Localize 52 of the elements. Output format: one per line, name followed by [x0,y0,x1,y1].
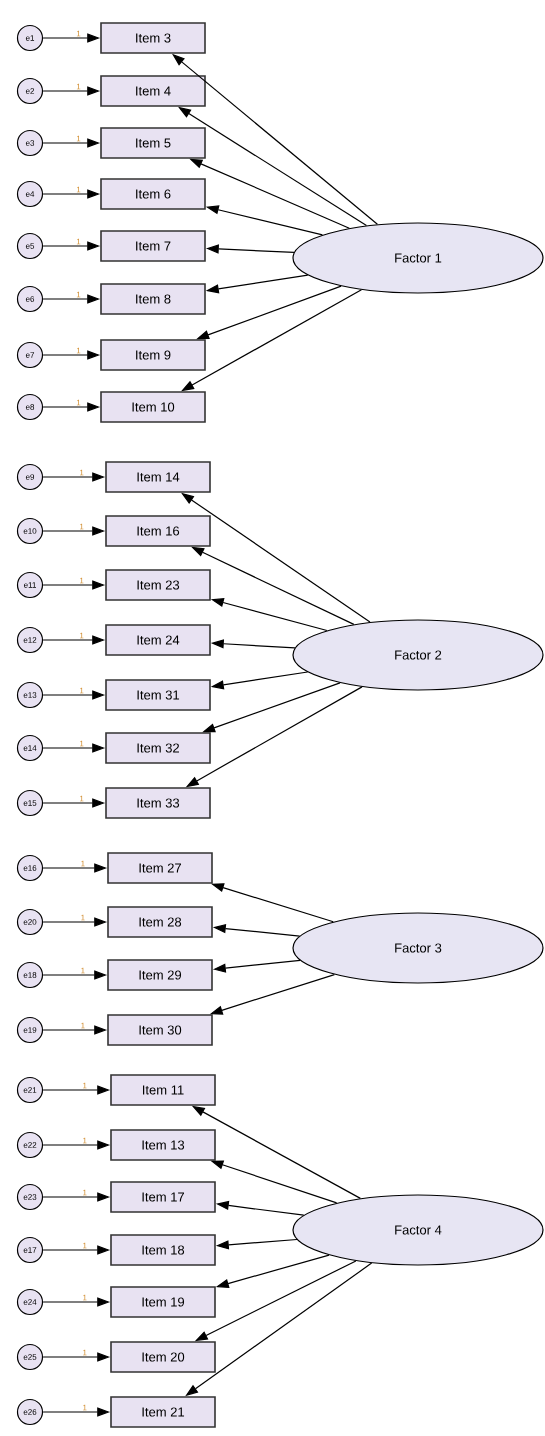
edge-label: 1 [81,860,85,867]
edge-label: 1 [76,347,81,354]
edge-label: 1 [76,83,81,90]
item-box: Item 6 [100,178,206,210]
item-box: Item 16 [105,515,211,547]
edge-label: 1 [76,399,81,406]
edge-label: 1 [81,1022,85,1029]
edge-label: 1 [80,687,84,694]
edge-label: 1 [80,469,84,476]
item-box: Item 4 [100,75,206,107]
edge-label: 1 [83,1294,87,1301]
edge-label: 1 [83,1349,87,1356]
item-box: Item 20 [110,1341,216,1373]
item-box: Item 27 [107,852,213,884]
edge-label: 1 [80,632,84,639]
item-box: Item 18 [110,1234,216,1266]
item-box: Item 30 [107,1014,213,1046]
item-box: Item 8 [100,283,206,315]
item-box: Item 21 [110,1396,216,1428]
edge-label: 1 [76,291,81,298]
item-box: Item 19 [110,1286,216,1318]
item-box: Item 29 [107,959,213,991]
item-box: Item 14 [105,461,211,493]
item-box: Item 7 [100,230,206,262]
edge-label: 1 [76,238,81,245]
item-box: Item 13 [110,1129,216,1161]
edge-label: 1 [80,740,84,747]
edge-label: 1 [80,795,84,802]
item-box: Item 24 [105,624,211,656]
item-box: Item 23 [105,569,211,601]
edge-label: 1 [80,523,84,530]
edge-label: 1 [83,1242,87,1249]
item-box: Item 11 [110,1074,216,1106]
edge-label: 1 [76,30,81,37]
edge-label: 1 [80,577,84,584]
item-box: Item 5 [100,127,206,159]
item-box: Item 32 [105,732,211,764]
item-box: Item 3 [100,22,206,54]
edge-label: 1 [76,135,81,142]
item-box: Item 9 [100,339,206,371]
edge-label: 1 [83,1137,87,1144]
edge-label: 1 [83,1404,87,1411]
edge-label: 1 [81,967,85,974]
item-box: Item 33 [105,787,211,819]
item-box: Item 10 [100,391,206,423]
item-box: Item 31 [105,679,211,711]
edge-label: 1 [83,1082,87,1089]
item-box: Item 17 [110,1181,216,1213]
item-box: Item 28 [107,906,213,938]
edge-label: 1 [81,914,85,921]
edge-label: 1 [76,186,81,193]
edge-label: 1 [83,1189,87,1196]
